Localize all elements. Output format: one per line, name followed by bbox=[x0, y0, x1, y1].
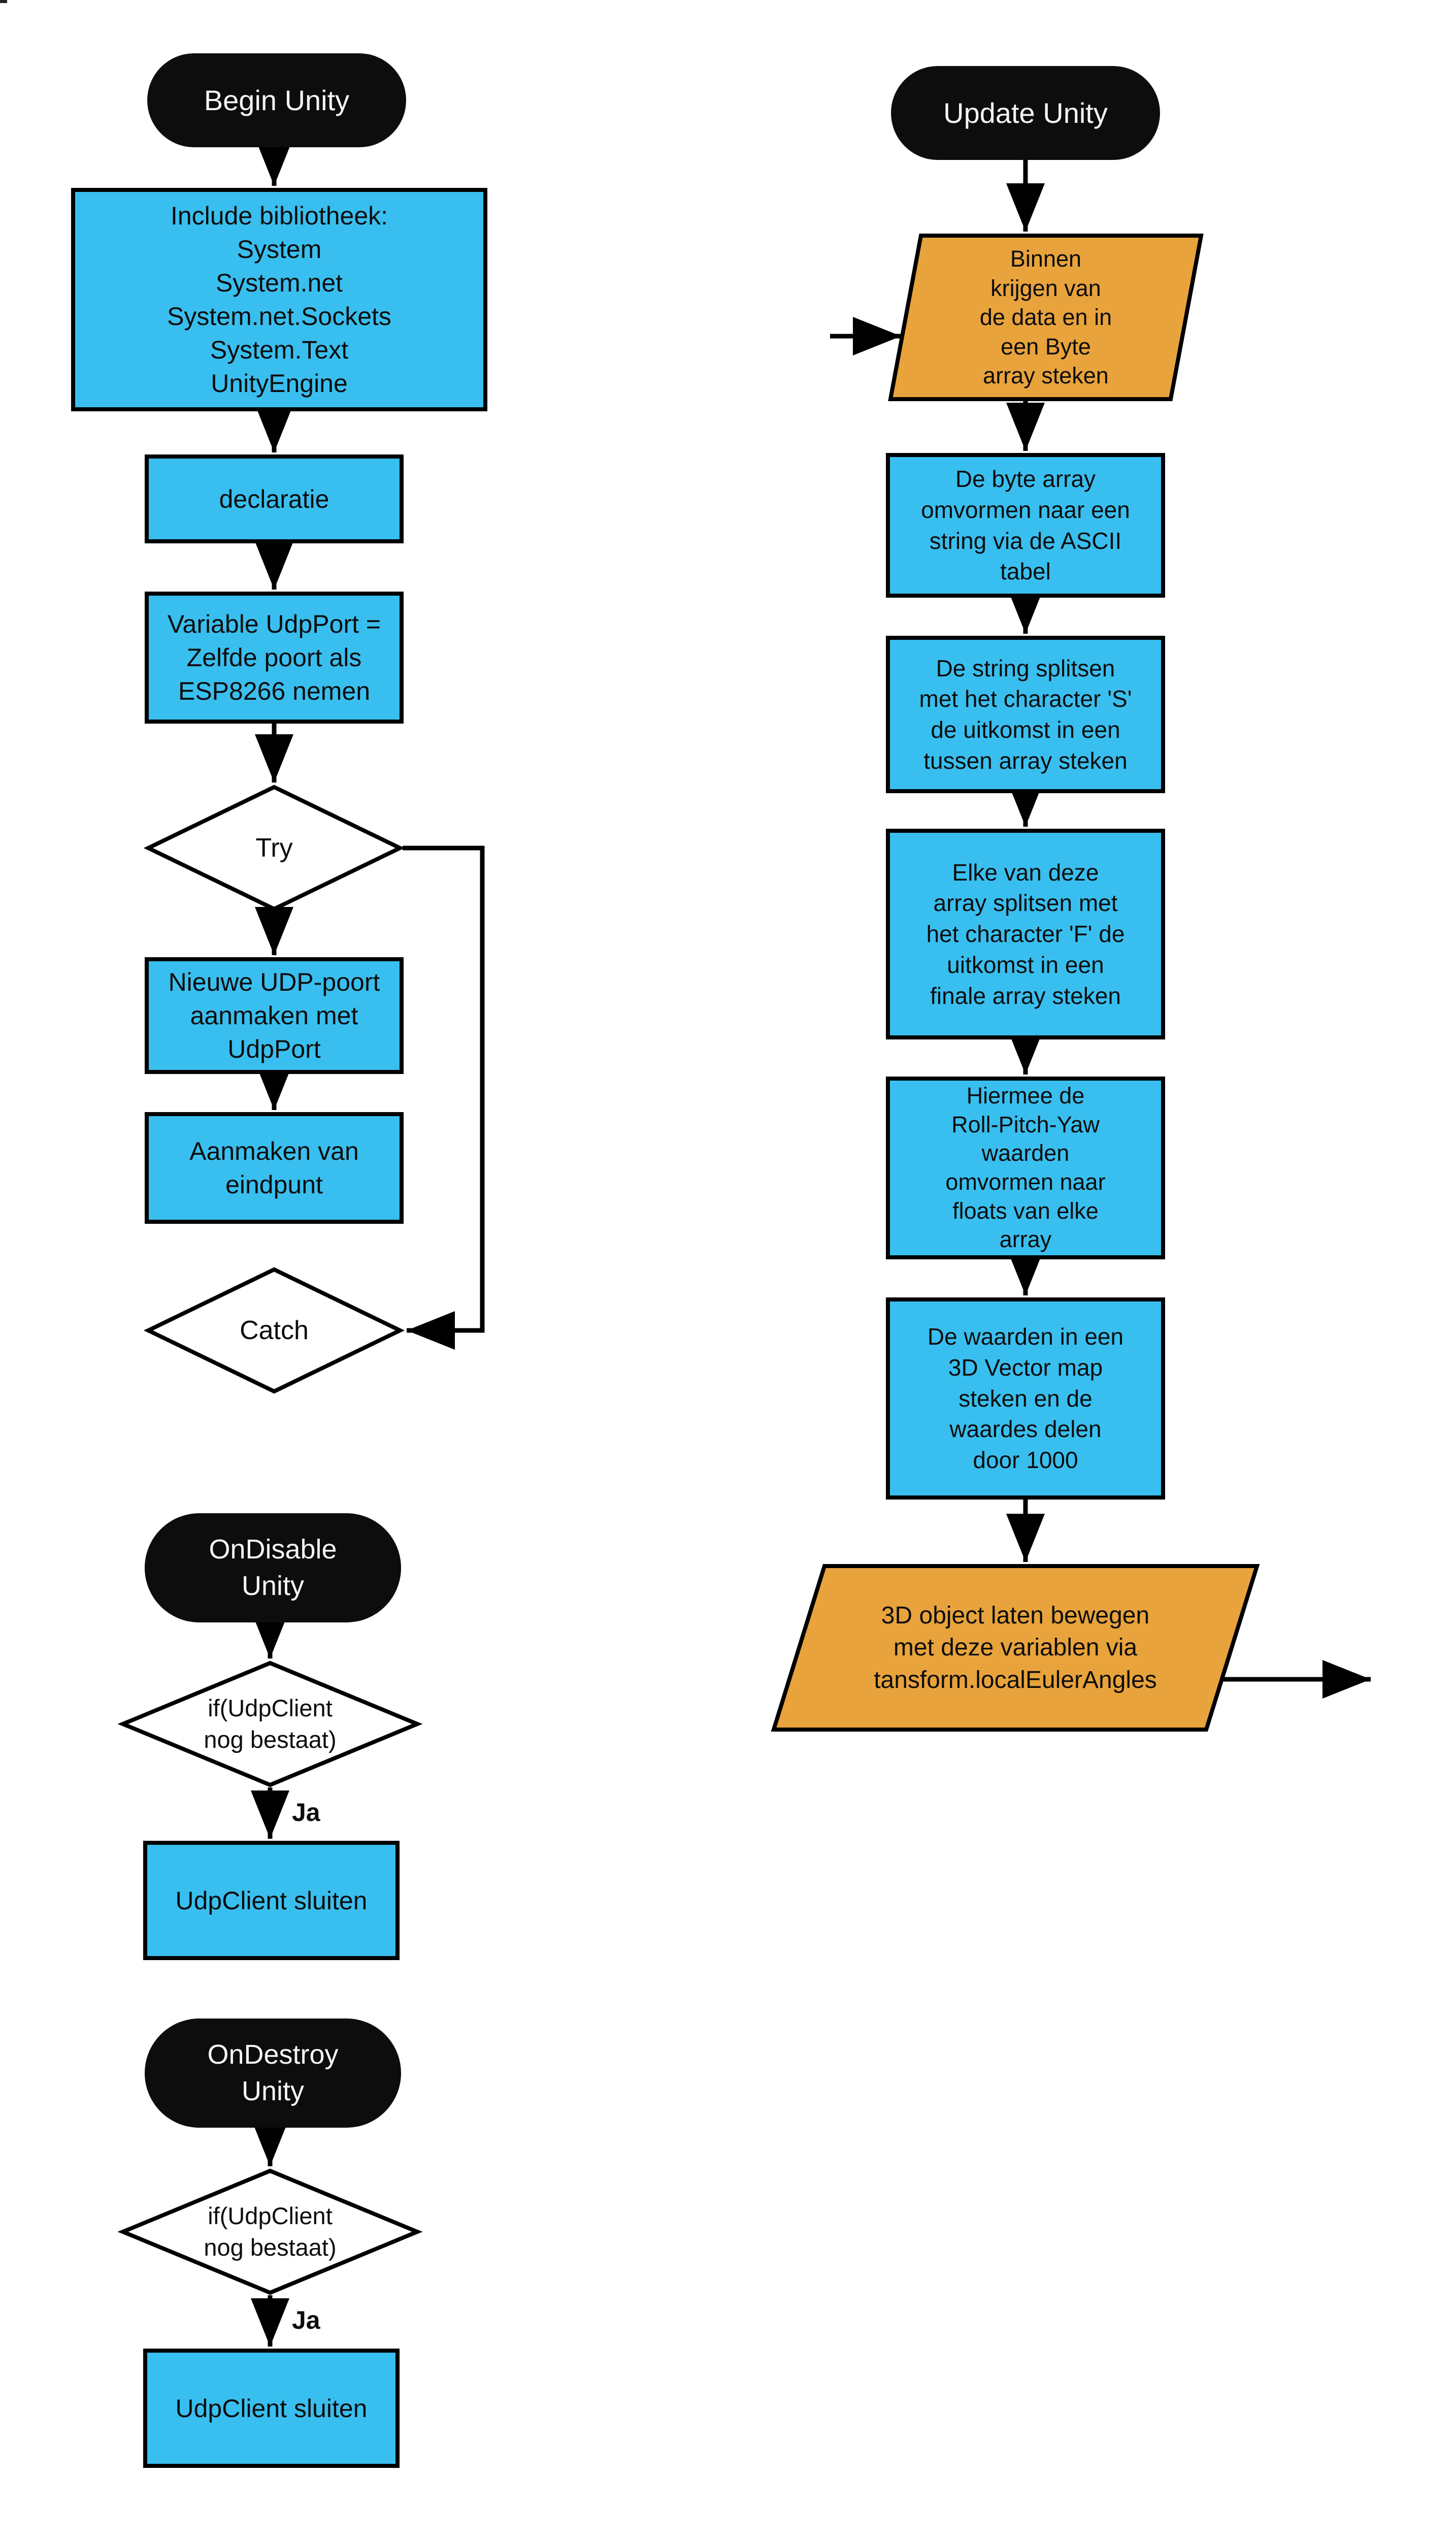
node-label: De byte array omvormen naar een string v… bbox=[921, 466, 1130, 585]
node-label: Update Unity bbox=[943, 96, 1108, 129]
node-label: if(UdpClient nog bestaat) bbox=[204, 1694, 337, 1753]
node-catch-decision: Catch bbox=[143, 1267, 405, 1394]
node-label: Try bbox=[255, 833, 293, 863]
edge-label-ja-2: Ja bbox=[292, 2306, 320, 2334]
node-if-udpclient-2: if(UdpClient nog bestaat) bbox=[117, 2168, 423, 2295]
node-label: De waarden in een 3D Vector map steken e… bbox=[927, 1323, 1124, 1474]
node-ondestroy-unity: OnDestroy Unity bbox=[145, 2019, 401, 2128]
node-3d-vector-map: De waarden in een 3D Vector map steken e… bbox=[886, 1297, 1165, 1500]
diamond-shape bbox=[117, 2168, 423, 2295]
node-update-unity: Update Unity bbox=[891, 66, 1160, 160]
node-nieuwe-udp-poort: Nieuwe UDP-poort aanmaken met UdpPort bbox=[145, 957, 404, 1074]
diamond-shape bbox=[117, 1661, 423, 1787]
node-label: Aanmaken van eindpunt bbox=[189, 1137, 359, 1199]
node-declaratie: declaratie bbox=[145, 454, 404, 543]
node-if-udpclient-1: if(UdpClient nog bestaat) bbox=[117, 1661, 423, 1787]
node-label: UdpClient sluiten bbox=[175, 1886, 368, 1915]
node-array-splitsen-f: Elke van deze array splitsen met het cha… bbox=[886, 829, 1165, 1039]
node-variable-udpport: Variable UdpPort = Zelfde poort als ESP8… bbox=[145, 592, 404, 724]
node-label: Begin Unity bbox=[204, 84, 350, 116]
node-label: 3D object laten bewegen met deze variabl… bbox=[874, 1602, 1157, 1694]
node-label: Variable UdpPort = Zelfde poort als ESP8… bbox=[167, 610, 381, 705]
node-label: De string splitsen met het character 'S'… bbox=[919, 655, 1132, 774]
node-roll-pitch-yaw-floats: Hiermee de Roll-Pitch-Yaw waarden omvorm… bbox=[886, 1077, 1165, 1259]
node-label: Include bibliotheek: System System.net S… bbox=[167, 202, 391, 398]
node-label: OnDestroy Unity bbox=[207, 2039, 339, 2106]
edge-label-ja-1: Ja bbox=[292, 1798, 320, 1827]
node-label: OnDisable Unity bbox=[209, 1534, 337, 1601]
node-begin-unity: Begin Unity bbox=[147, 53, 406, 147]
node-string-splitsen-s: De string splitsen met het character 'S'… bbox=[886, 636, 1165, 793]
diamond-shape bbox=[143, 1267, 405, 1394]
node-3d-object-bewegen-io: 3D object laten bewegen met deze variabl… bbox=[771, 1564, 1260, 1732]
node-label: UdpClient sluiten bbox=[175, 2394, 368, 2423]
node-label: Nieuwe UDP-poort aanmaken met UdpPort bbox=[168, 968, 380, 1063]
node-udpclient-sluiten-2: UdpClient sluiten bbox=[143, 2349, 400, 2468]
node-binnen-krijgen-io: Binnen krijgen van de data en in een Byt… bbox=[888, 234, 1204, 401]
connector-try-catch-elbow bbox=[403, 845, 485, 1350]
node-label: declaratie bbox=[219, 484, 329, 513]
node-label: Catch bbox=[240, 1315, 309, 1345]
node-aanmaken-eindpunt: Aanmaken van eindpunt bbox=[145, 1112, 404, 1224]
node-include-bibliotheek: Include bibliotheek: System System.net S… bbox=[71, 188, 487, 411]
parallelogram-shape bbox=[771, 1564, 1260, 1732]
node-try-decision: Try bbox=[143, 785, 405, 912]
node-udpclient-sluiten-1: UdpClient sluiten bbox=[143, 1841, 400, 1960]
node-byte-array-ascii: De byte array omvormen naar een string v… bbox=[886, 453, 1165, 598]
node-label: Hiermee de Roll-Pitch-Yaw waarden omvorm… bbox=[945, 1082, 1106, 1253]
node-label: if(UdpClient nog bestaat) bbox=[204, 2202, 337, 2261]
node-ondisable-unity: OnDisable Unity bbox=[145, 1513, 401, 1622]
node-label: Binnen krijgen van de data en in een Byt… bbox=[979, 246, 1112, 389]
node-label: Elke van deze array splitsen met het cha… bbox=[926, 859, 1125, 1009]
corner-artifact bbox=[0, 0, 7, 3]
